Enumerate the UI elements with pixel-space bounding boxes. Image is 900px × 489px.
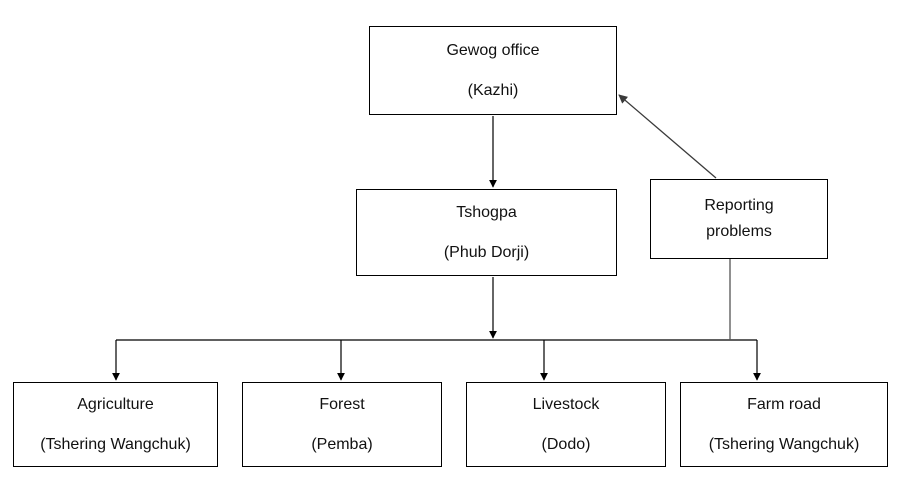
farm-road-title: Farm road (747, 395, 821, 413)
farm-road-box: Farm road (Tshering Wangchuk) (680, 382, 888, 467)
livestock-person: (Dodo) (541, 435, 591, 453)
gewog-office-person: (Kazhi) (467, 81, 519, 99)
reporting-problems-line2: problems (706, 223, 772, 240)
forest-title: Forest (319, 395, 365, 413)
arrow-reporting-to-gewog (618, 94, 717, 179)
tshogpa-person: (Phub Dorji) (443, 243, 530, 261)
agriculture-person: (Tshering Wangchuk) (40, 435, 191, 453)
gewog-office-title: Gewog office (446, 41, 540, 59)
reporting-problems-box: Reporting problems (650, 179, 828, 259)
reporting-problems-line1: Reporting (704, 197, 774, 214)
agriculture-title: Agriculture (77, 395, 154, 413)
tshogpa-box: Tshogpa (Phub Dorji) (356, 189, 617, 276)
gewog-office-box: Gewog office (Kazhi) (369, 26, 617, 115)
agriculture-box: Agriculture (Tshering Wangchuk) (13, 382, 218, 467)
livestock-box: Livestock (Dodo) (466, 382, 666, 467)
tshogpa-title: Tshogpa (456, 203, 517, 221)
forest-box: Forest (Pemba) (242, 382, 442, 467)
farm-road-person: (Tshering Wangchuk) (708, 435, 860, 453)
livestock-title: Livestock (532, 395, 600, 413)
forest-person: (Pemba) (311, 435, 373, 453)
